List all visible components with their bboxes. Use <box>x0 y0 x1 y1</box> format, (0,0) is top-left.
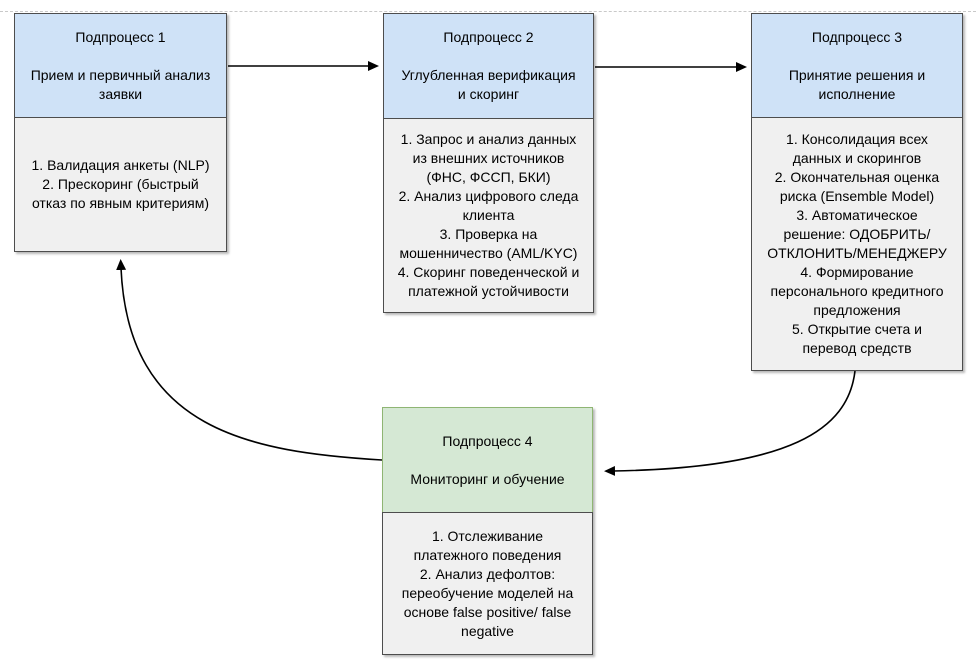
subprocess-3-steps: 1. Консолидация всех данных и скорингов … <box>751 117 963 371</box>
subprocess-3-title: Подпроцесс 3 <box>811 28 903 45</box>
arrow-4-to-1 <box>116 259 383 461</box>
subprocess-1-subtitle: Прием и первичный анализ заявки <box>30 66 211 102</box>
subprocess-3-subtitle: Принятие решения и исполнение <box>788 66 926 102</box>
subprocess-1-steps: 1. Валидация анкеты (NLP) 2. Прескоринг … <box>14 117 227 252</box>
subprocess-1-box: Подпроцесс 1 Прием и первичный анализ за… <box>14 13 227 252</box>
subprocess-2-title: Подпроцесс 2 <box>443 29 534 45</box>
subprocess-2-header: Подпроцесс 2 Углубленная верификация и с… <box>383 13 594 119</box>
subprocess-4-box: Подпроцесс 4 Мониторинг и обучение 1. От… <box>382 407 593 655</box>
subprocess-2-subtitle: Углубленная верификация и скоринг <box>401 67 576 102</box>
subprocess-2-box: Подпроцесс 2 Углубленная верификация и с… <box>383 13 594 313</box>
subprocess-2-steps: 1. Запрос и анализ данных из внешних ист… <box>383 118 594 313</box>
arrow-3-to-4 <box>604 370 856 476</box>
page-boundary-dashed-line <box>0 11 976 12</box>
subprocess-4-title: Подпроцесс 4 <box>442 432 533 449</box>
subprocess-4-steps: 1. Отслеживание платежного поведения 2. … <box>382 512 593 655</box>
subprocess-3-box: Подпроцесс 3 Принятие решения и исполнен… <box>751 13 963 371</box>
subprocess-4-header: Подпроцесс 4 Мониторинг и обучение <box>382 407 593 513</box>
subprocess-1-header: Подпроцесс 1 Прием и первичный анализ за… <box>14 13 227 118</box>
subprocess-3-header: Подпроцесс 3 Принятие решения и исполнен… <box>751 13 963 118</box>
subprocess-1-title: Подпроцесс 1 <box>75 28 166 45</box>
subprocess-4-subtitle: Мониторинг и обучение <box>410 470 565 487</box>
